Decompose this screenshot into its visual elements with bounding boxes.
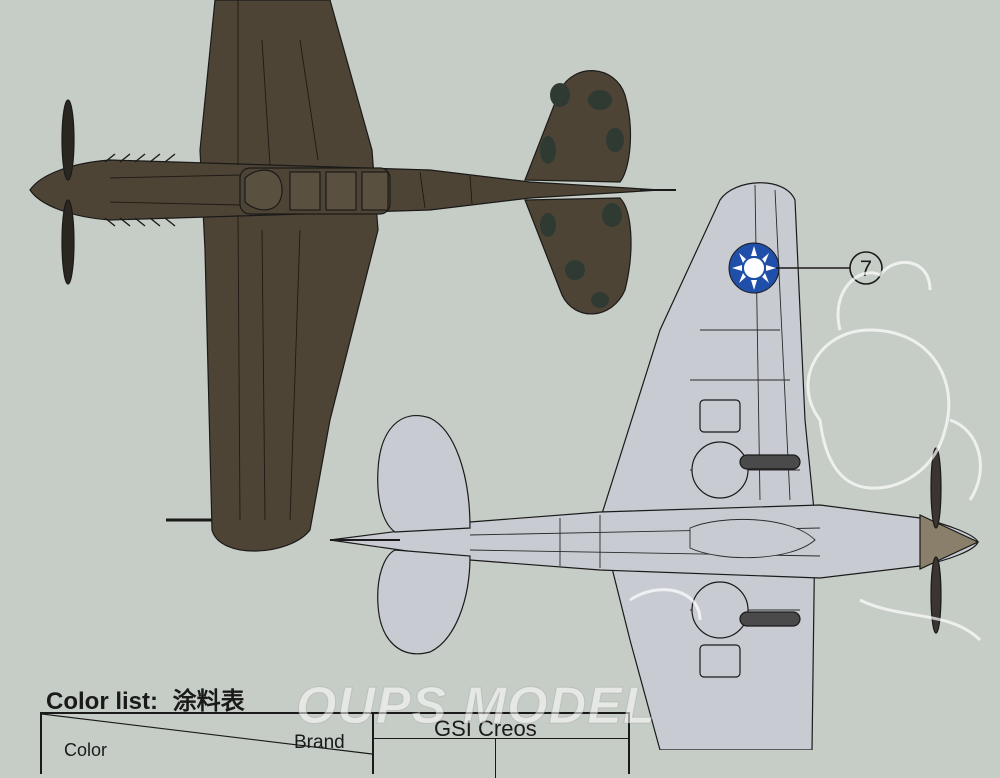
top-view-wing xyxy=(199,0,379,552)
bottom-view-propeller-blade-lower xyxy=(930,556,942,634)
aircraft-diagram: 7 xyxy=(29,0,982,750)
table-header-line xyxy=(372,738,628,739)
callout-number: 7 xyxy=(860,256,872,281)
color-list-title: Color list: 涂料表 xyxy=(46,681,245,716)
table-divider xyxy=(372,714,374,774)
watermark-mascot xyxy=(629,260,982,642)
top-view-tailplane xyxy=(524,70,632,183)
table-diagonal xyxy=(42,714,372,755)
camo-patches xyxy=(540,83,624,308)
table-subdivider xyxy=(495,738,496,778)
bottom-view-wheel-well-upper xyxy=(691,441,749,499)
color-list-label-cjk: 涂料表 xyxy=(172,687,245,715)
watermark-text: OUPS MODEL xyxy=(296,677,656,736)
color-list-label: Color list: xyxy=(46,688,158,715)
roundel-insignia xyxy=(728,242,780,294)
bottom-view-wheel-well-lower xyxy=(691,581,749,639)
top-view-aircraft xyxy=(29,0,676,552)
bottom-view-tailplane xyxy=(377,415,471,533)
bottom-view-tailplane-lower xyxy=(377,549,471,655)
bottom-view-aircraft xyxy=(329,182,980,750)
top-view-propeller-blade-upper xyxy=(61,99,75,181)
bottom-view-propeller-blade-upper xyxy=(930,447,942,529)
table-header-color: Color xyxy=(64,740,108,760)
table-header-brand: Brand xyxy=(294,732,345,753)
table-brand-gsi: GSI Creos xyxy=(434,716,537,741)
top-view-propeller-blade-lower xyxy=(61,199,75,285)
